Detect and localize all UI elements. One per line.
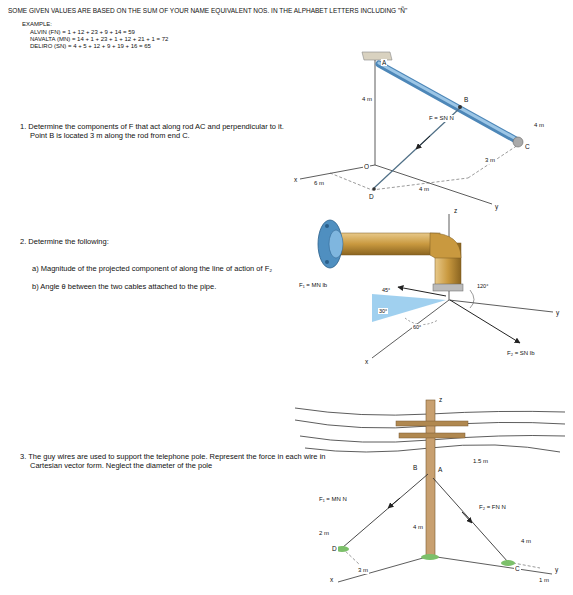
force-label: F₁ = MN lb (298, 282, 328, 289)
dimension: 4 m (520, 538, 532, 545)
angle-label: 60° (412, 324, 422, 330)
point-label: C (514, 565, 521, 572)
force-label: F = SN N (428, 115, 455, 122)
force-label: F₁ = MN N (318, 496, 348, 503)
force-label: F₂ = FN N (478, 504, 507, 511)
problem-text: a) Magnitude of the projected component … (32, 264, 272, 273)
axis-label: x (293, 176, 298, 183)
axis-label: x (364, 358, 369, 365)
axis-label: z (438, 396, 443, 403)
point-label: O (363, 163, 370, 170)
dimension: 3 m (484, 157, 496, 164)
dimension: 4 m (412, 524, 424, 531)
axis-label: y (555, 309, 560, 316)
problem-text: 3. The guy wires are used to support the… (20, 452, 340, 471)
example-heading: EXAMPLE: (22, 21, 52, 29)
axis-label: x (329, 576, 334, 583)
dimension: 6 m (313, 180, 325, 187)
example-line: NAVALTA (MN) = 14 + 1 + 23 + 1 + 12 + 21… (30, 36, 168, 44)
dimension: 1 m (538, 577, 550, 584)
pipe-figure (318, 214, 553, 358)
point-label: A (437, 466, 443, 473)
point-label: B (463, 96, 469, 103)
problem-text: 2. Determine the following: (20, 237, 109, 246)
force-label: F₂ = SN lb (506, 350, 536, 357)
point-label: A (381, 59, 387, 66)
angle-label: 45° (381, 287, 391, 293)
dimension: 4 m (418, 186, 430, 193)
angle-label: 120° (476, 283, 489, 289)
point-label: D (368, 193, 375, 200)
axis-label: y (494, 203, 499, 210)
rod-figure (300, 52, 523, 204)
dimension: 1.5 m (472, 458, 489, 465)
dimension: 4 m (361, 96, 373, 103)
dimension: 2 m (318, 530, 330, 537)
axis-label: z (453, 207, 458, 214)
pole-figure (295, 400, 565, 582)
point-label: D (331, 545, 338, 552)
point-label: B (412, 464, 418, 471)
example-line: DELIRO (SN) = 4 + 5 + 12 + 9 + 19 + 16 =… (30, 43, 151, 51)
point-label: C (524, 143, 531, 150)
dimension: 3 m (357, 567, 369, 574)
example-line: ALVIN (FN) = 1 + 12 + 23 + 9 + 14 = 59 (30, 29, 135, 37)
problem-text: 1. Determine the components of F that ac… (20, 122, 285, 141)
problem-text: b) Angle θ between the two cables attach… (32, 282, 216, 291)
angle-label: 30° (378, 308, 388, 314)
page-heading: SOME GIVEN VALUES ARE BASED ON THE SUM O… (8, 7, 407, 15)
axis-label: y (554, 566, 559, 573)
dimension: 4 m (533, 122, 545, 129)
